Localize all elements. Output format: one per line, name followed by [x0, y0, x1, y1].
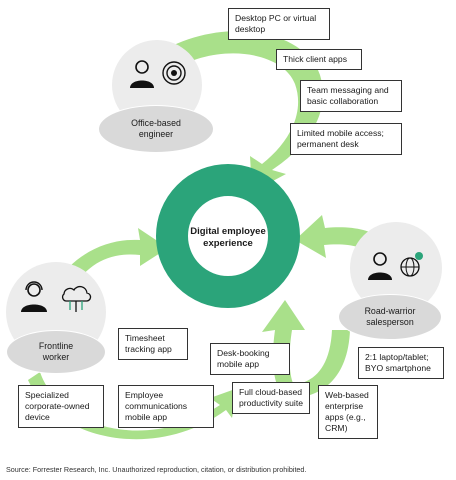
box-team: Team messaging and basic collaboration [300, 80, 402, 112]
office-persona-label: Office-based engineer [98, 105, 214, 153]
road-persona-label: Road-warrior salesperson [338, 294, 442, 340]
office-icons [130, 60, 186, 88]
frontline-persona-label: Frontline worker [6, 330, 106, 374]
box-web: Web-based enterprise apps (e.g., CRM) [318, 385, 378, 439]
box-laptop: 2:1 laptop/tablet; BYO smartphone [358, 347, 444, 379]
cloud-network-icon [61, 285, 92, 312]
box-thick: Thick client apps [276, 49, 362, 70]
hub-label: Digital employee experience [190, 226, 266, 249]
box-employee: Employee communications mobile app [118, 385, 214, 428]
hub-ring [156, 164, 300, 308]
person-headset-icon [21, 281, 47, 312]
person-icon [130, 60, 154, 88]
box-fullcloud: Full cloud-based productivity suite [232, 382, 310, 414]
arrow-office-to-hub [150, 31, 323, 192]
box-timesheet: Timesheet tracking app [118, 328, 188, 360]
box-deskbooking: Desk-booking mobile app [210, 343, 290, 375]
box-mobile: Limited mobile access; permanent desk [290, 123, 402, 155]
globe-icon [400, 252, 423, 277]
road-icons [368, 252, 423, 280]
person-icon [368, 252, 392, 280]
arrow-road-lower [290, 330, 350, 398]
source-note: Source: Forrester Research, Inc. Unautho… [6, 465, 307, 474]
box-specialized: Specialized corporate-owned device [18, 385, 104, 428]
signal-icon [162, 61, 186, 85]
box-desktop: Desktop PC or virtual desktop [228, 8, 330, 40]
frontline-icons [21, 281, 92, 312]
